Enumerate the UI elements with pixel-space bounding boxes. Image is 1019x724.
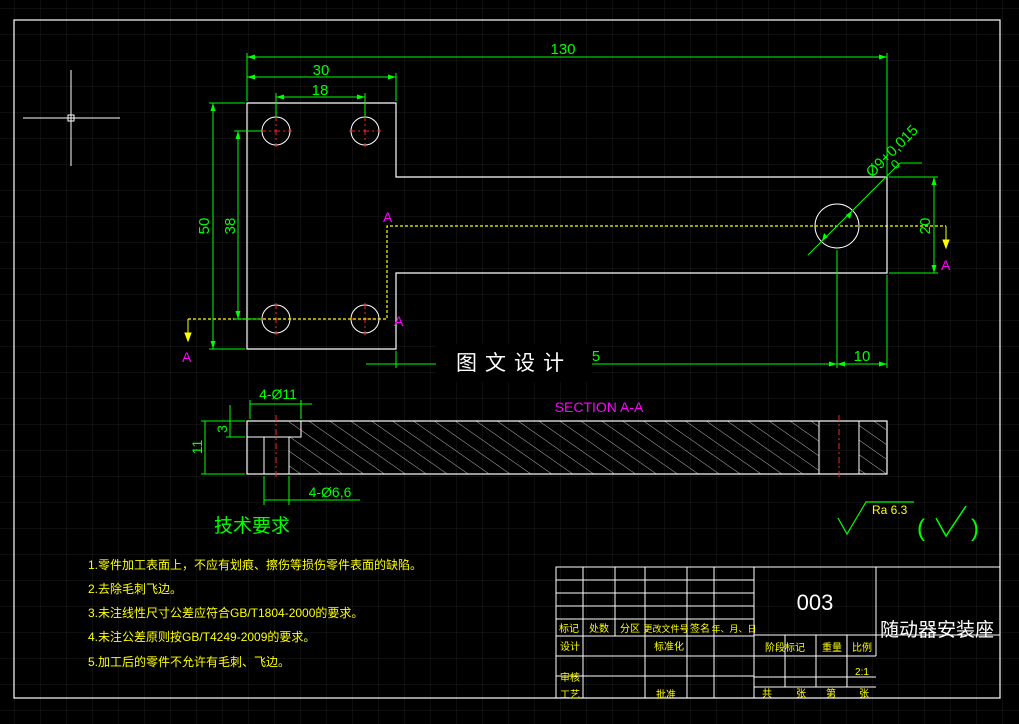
note-item: 5.加工后的零件不允许有毛刺、飞边。 — [88, 654, 290, 669]
label-page: 第 — [826, 687, 836, 700]
section-label-a: A — [383, 209, 393, 225]
section-outline — [246, 420, 888, 475]
label-signature: 签名 — [690, 622, 710, 635]
label-review: 审核 — [560, 671, 580, 684]
dim-38: 38 — [222, 218, 239, 235]
general-finish-open-paren: ( — [917, 515, 925, 542]
label-date: 年、月、日 — [711, 623, 756, 634]
section-label-a: A — [941, 257, 951, 273]
label-design: 设计 — [560, 640, 580, 653]
label-sheet-2: 张 — [859, 688, 869, 700]
label-zone: 分区 — [620, 623, 640, 635]
label-process: 工艺 — [560, 689, 580, 701]
section-hatch-end — [859, 421, 886, 474]
general-finish-check-icon — [935, 505, 967, 538]
note-item: 2.去除毛刺飞边。 — [88, 581, 182, 596]
roughness-value: Ra 6.3 — [872, 503, 908, 517]
label-stage-mark: 阶段标记 — [765, 641, 805, 654]
section-label-a: A — [182, 349, 192, 365]
note-item: 4.未注公差原则按GB/T4249-2009的要求。 — [88, 629, 315, 644]
dim-thickness-11: 11 — [189, 440, 205, 455]
crosshair-cursor-icon — [23, 70, 120, 166]
dimension-arrowheads — [210, 54, 937, 367]
dim-20: 20 — [917, 218, 934, 235]
label-mark: 标记 — [559, 623, 579, 635]
sheet-border — [13, 19, 1001, 699]
label-ratio: 比例 — [852, 641, 872, 654]
part-name: 随动器安装座 — [880, 619, 994, 641]
section-label-a: A — [394, 313, 404, 329]
watermark-label: 图文设计 — [436, 344, 592, 382]
label-approve: 批准 — [656, 688, 676, 701]
section-dimension-lines — [201, 400, 360, 505]
technical-requirements: 技术要求 1.零件加工表面上，不应有划痕、擦伤等损伤零件表面的缺陷。 2.去除毛… — [88, 515, 422, 669]
label-change-doc: 更改文件号 — [643, 623, 688, 634]
general-finish-close-paren: ) — [971, 515, 979, 542]
surface-finish-symbol: Ra 6.3 ( ) — [837, 501, 979, 542]
scale-value: 2:1 — [855, 667, 869, 678]
counterbore-step — [247, 421, 302, 438]
label-sheet: 张 — [796, 688, 806, 700]
title-block: 003 随动器安装座 2:1 标记 处数 分区 更改文件号 签名 年、月、日 设… — [555, 566, 1001, 701]
section-view: SECTION A-A 4-Ø11 — [189, 386, 888, 505]
note-item: 3.未注线性尺寸公差应符合GB/T1804-2000的要求。 — [88, 605, 363, 620]
section-arrows — [184, 226, 950, 343]
label-standardization: 标准化 — [654, 640, 684, 653]
roughness-check-icon — [837, 501, 914, 536]
dim-18: 18 — [312, 82, 329, 99]
section-hatch-main — [289, 421, 819, 474]
dim-counterbore: 4-Ø11 — [259, 386, 297, 402]
section-title: SECTION A-A — [555, 399, 644, 415]
dim-50: 50 — [196, 218, 213, 235]
dim-through-hole: 4-Ø6,6 — [309, 484, 352, 500]
label-weight: 重量 — [822, 641, 842, 654]
label-count: 处数 — [589, 622, 609, 635]
dim-partial: 5 — [592, 348, 600, 365]
section-centerlines — [275, 415, 840, 480]
dim-counterbore-depth: 3 — [214, 425, 230, 433]
drawing-number: 003 — [797, 590, 834, 615]
dim-30: 30 — [313, 62, 330, 79]
dim-130: 130 — [550, 41, 575, 58]
dim-10: 10 — [854, 348, 871, 365]
section-cut-line — [188, 225, 946, 320]
top-view-outline — [246, 102, 888, 350]
note-item: 1.零件加工表面上，不应有划痕、擦伤等损伤零件表面的缺陷。 — [88, 557, 422, 572]
label-total: 共 — [762, 688, 772, 700]
notes-heading: 技术要求 — [214, 515, 290, 537]
